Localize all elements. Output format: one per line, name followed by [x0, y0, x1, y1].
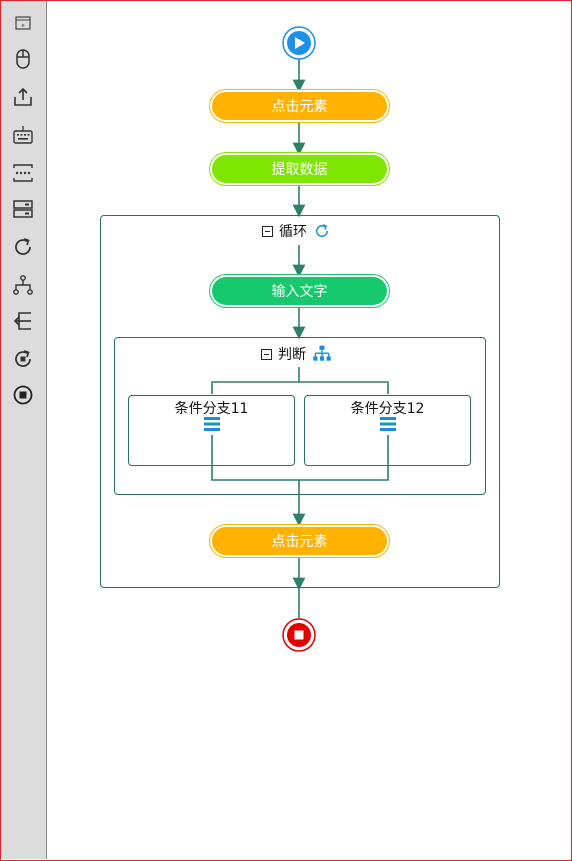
upload-icon[interactable]	[11, 85, 35, 109]
open-page-icon[interactable]: e	[11, 11, 35, 35]
click-element-node[interactable]: 点击元素	[212, 527, 387, 555]
click-element-label: 点击元素	[271, 99, 328, 115]
branch-box-2[interactable]	[304, 395, 471, 466]
svg-text:e: e	[21, 23, 24, 29]
condition-header: 判断	[261, 344, 332, 364]
flow-canvas: 点击元素 提取数据 循环 输入文字 判断 条件分支11	[47, 1, 570, 859]
loop-header: 循环	[262, 221, 331, 241]
loop-title: 循环	[279, 224, 307, 240]
condition-container[interactable]	[114, 337, 486, 495]
input-text-label: 输入文字	[271, 284, 328, 300]
mouse-icon[interactable]	[11, 47, 35, 71]
keyboard-icon[interactable]	[11, 123, 35, 147]
toolbar: e	[1, 1, 47, 859]
loop-end-icon[interactable]	[11, 347, 35, 371]
branch-2-label: 条件分支12	[350, 401, 425, 417]
stop-icon[interactable]	[11, 383, 35, 407]
exit-icon[interactable]	[11, 309, 35, 333]
input-text-node[interactable]: 输入文字	[212, 277, 387, 305]
list-icon	[380, 417, 396, 431]
click-element-label: 点击元素	[271, 534, 328, 550]
condition-icon[interactable]	[11, 273, 35, 297]
loop-icon[interactable]	[11, 235, 35, 259]
extract-data-node[interactable]: 提取数据	[212, 155, 387, 183]
collapse-toggle[interactable]	[261, 348, 272, 360]
click-element-node[interactable]: 点击元素	[212, 92, 387, 120]
branch-box-1[interactable]	[128, 395, 295, 466]
branch-1-label: 条件分支11	[174, 401, 249, 417]
collapse-toggle[interactable]	[262, 225, 273, 237]
extract-data-icon[interactable]	[11, 161, 35, 185]
list-icon	[204, 417, 220, 431]
extract-data-label: 提取数据	[271, 162, 328, 178]
org-chart-icon	[313, 345, 331, 361]
loop-icon	[316, 224, 329, 237]
start-node[interactable]	[282, 26, 316, 60]
loop-container[interactable]	[100, 215, 500, 588]
server-icon[interactable]	[11, 197, 35, 221]
stop-node[interactable]	[282, 618, 316, 652]
connectors	[211, 26, 389, 652]
condition-title: 判断	[278, 347, 306, 363]
